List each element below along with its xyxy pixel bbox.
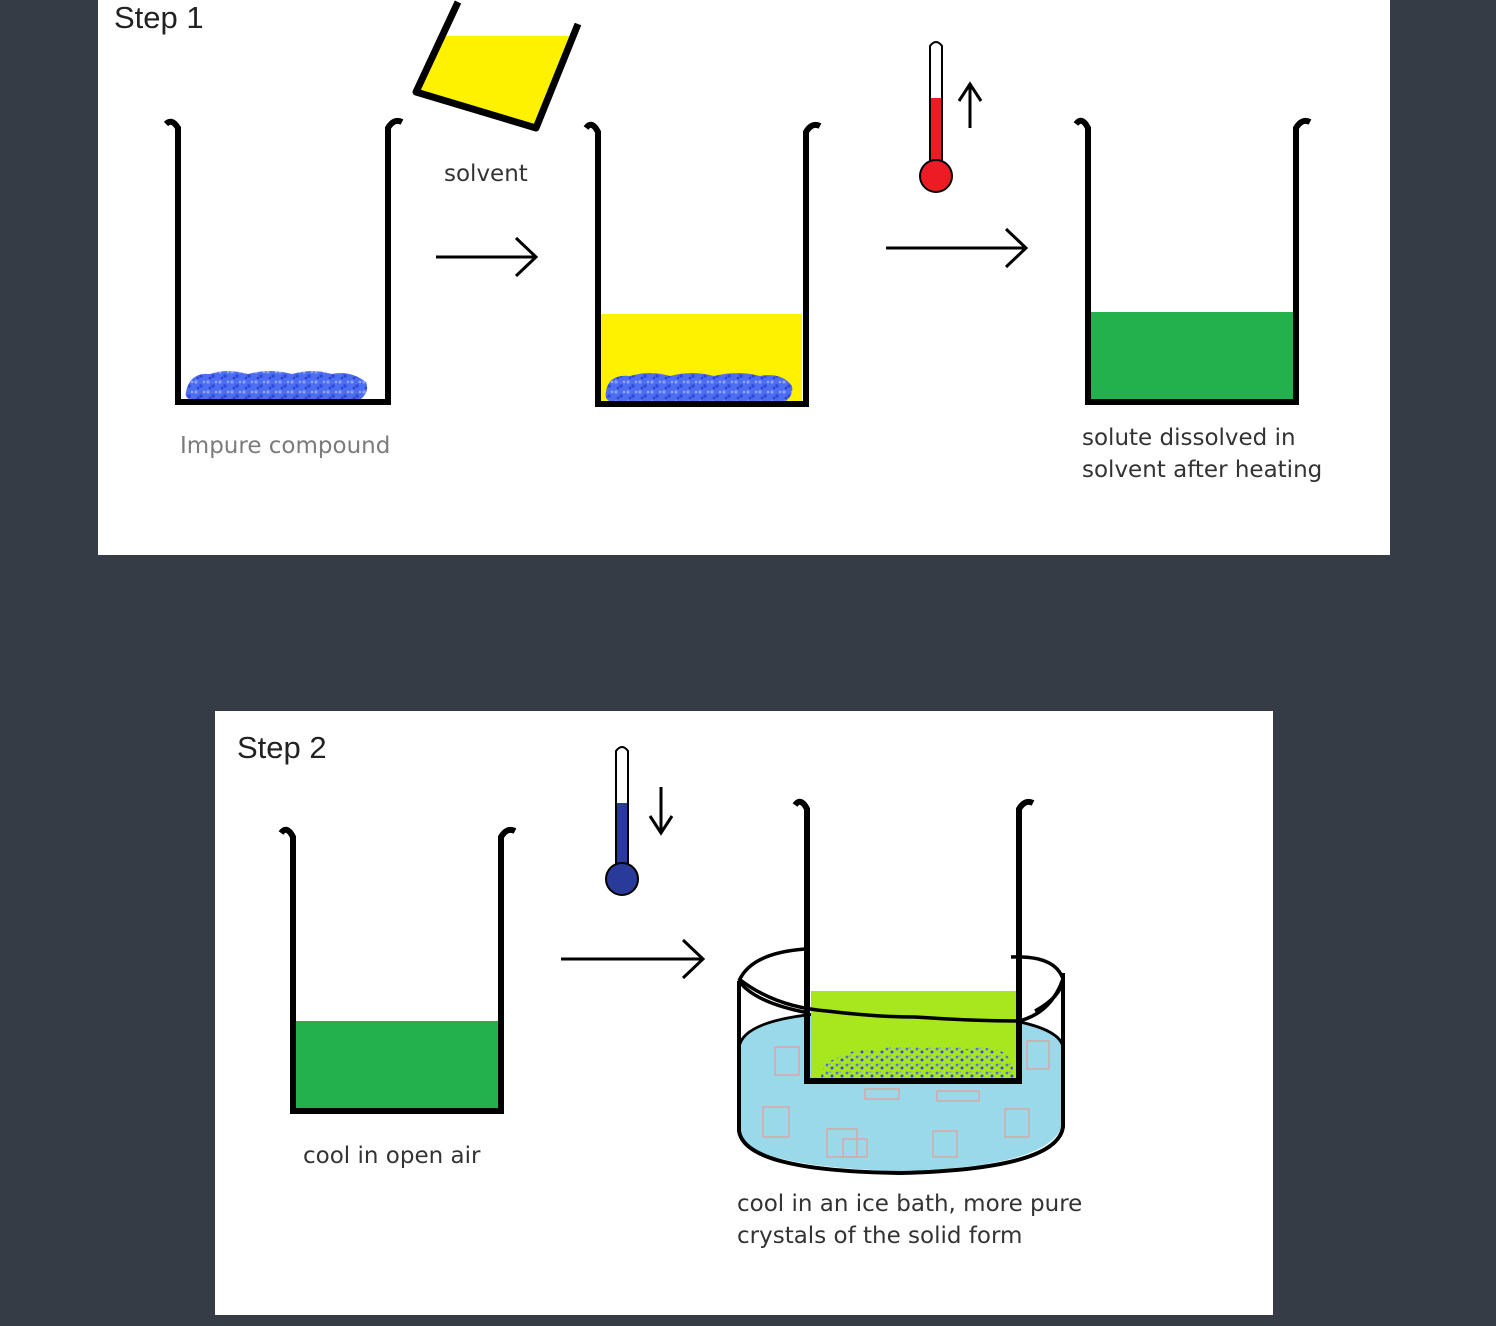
cool-open-air-label: cool in open air (303, 1143, 481, 1169)
crystals (821, 1045, 1014, 1079)
arrow-up-icon (957, 81, 983, 128)
beaker-impure-compound (163, 117, 404, 405)
green-solution (295, 1021, 499, 1111)
dissolved-caption-line1: solute dissolved in (1082, 425, 1296, 451)
beaker-outline (792, 798, 1035, 1084)
beaker-outline (163, 117, 404, 405)
impure-solid (605, 373, 793, 402)
beaker-outline (278, 826, 517, 1114)
solvent-container (412, 0, 582, 132)
step1-diagram (163, 0, 1312, 407)
beaker-dissolved-solution (1073, 117, 1312, 405)
ice-bath-caption-line1: cool in an ice bath, more pure (737, 1191, 1083, 1217)
arrow-down-icon (648, 787, 674, 836)
impure-compound-label: Impure compound (180, 433, 391, 459)
step2-title: Step 2 (237, 730, 327, 765)
ice-bath-front-rim (737, 977, 1065, 1023)
beaker-in-ice-bath (737, 798, 1065, 1084)
thermometer-hot-icon (919, 41, 953, 193)
beaker-outline (583, 121, 822, 407)
arrow-heating (886, 227, 1029, 269)
beaker-outline (1073, 117, 1312, 405)
dissolved-caption-line2: solvent after heating (1082, 457, 1323, 483)
step2-panel: Step 2 cool in open air cool in an ice b… (215, 711, 1273, 1315)
dissolved-caption: solute dissolved in solvent after heatin… (1082, 422, 1322, 486)
ice-bath-caption: cool in an ice bath, more pure crystals … (737, 1188, 1082, 1252)
solvent-container-outline (412, 0, 582, 132)
ice-bath-body (737, 973, 1065, 1176)
beaker-with-solvent (583, 121, 822, 407)
beaker-cool-open-air (278, 826, 517, 1114)
step2-diagram (278, 746, 1065, 1176)
green-solution (1090, 312, 1294, 402)
ice-cubes (762, 1040, 1050, 1158)
step1-title: Step 1 (114, 0, 204, 35)
ice-bath-caption-line2: crystals of the solid form (737, 1223, 1023, 1249)
arrow-cooling (561, 938, 706, 980)
impure-solid (185, 371, 368, 400)
arrow-add-solvent (436, 236, 539, 278)
step1-panel: Step 1 Impure compound solvent solute di… (98, 0, 1390, 555)
solvent-label: solvent (444, 161, 528, 187)
thermometer-cold-icon (605, 746, 639, 896)
